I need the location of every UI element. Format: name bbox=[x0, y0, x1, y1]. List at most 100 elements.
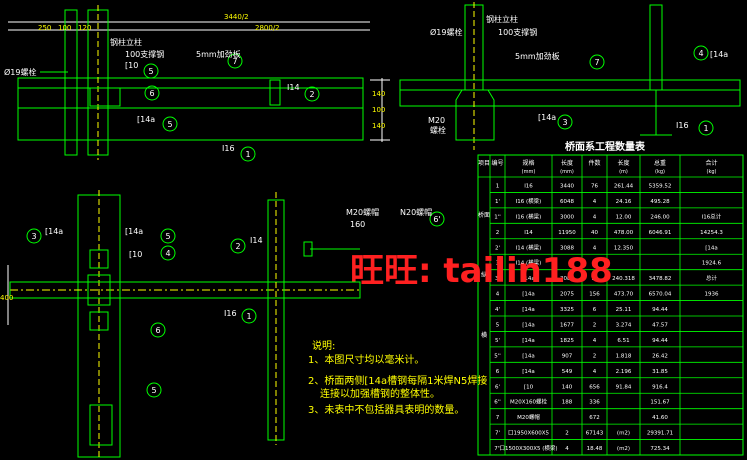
table-cell: 1825 bbox=[560, 338, 574, 344]
note-2: 2、桥面两侧[14a槽钢每隔1米焊N5焊接 bbox=[308, 374, 487, 387]
table-cell: 6570.04 bbox=[649, 292, 672, 298]
table-cell: 25.11 bbox=[616, 307, 632, 313]
circle-text-6a: 6 bbox=[149, 89, 154, 98]
table-cell: (m2) bbox=[617, 446, 630, 452]
label-d19-b: Ø19螺栓 bbox=[430, 27, 462, 37]
circle-text-4c: 4 bbox=[165, 249, 170, 258]
label-col-top: 钢柱立柱 bbox=[110, 37, 142, 47]
table-cell: 156 bbox=[589, 292, 600, 298]
plan-bracket bbox=[87, 274, 111, 306]
table-cell: 18.48 bbox=[587, 446, 603, 452]
table-grid bbox=[477, 155, 744, 456]
table-cell: I16 (横梁) bbox=[516, 212, 542, 220]
table-cell: 14254.3 bbox=[700, 230, 723, 236]
circle-n7-b bbox=[589, 54, 605, 70]
table-side-group: 横 bbox=[481, 331, 487, 339]
table-cell: 2 bbox=[496, 230, 500, 236]
table-cell: I16 bbox=[524, 184, 533, 190]
table-cell: 336 bbox=[589, 400, 600, 406]
label-i14-p: I14 bbox=[250, 236, 263, 245]
plan-box-2 bbox=[89, 311, 109, 331]
beam-i16-body bbox=[17, 77, 364, 141]
table-cell: 6048 bbox=[560, 199, 574, 205]
table-cell: 78 bbox=[591, 276, 598, 282]
label-c10-p: [10 bbox=[129, 250, 142, 259]
section-web-shape bbox=[455, 89, 495, 141]
table-cell: 24.16 bbox=[616, 199, 632, 205]
table-cell: 口1500X300X5 (横梁) bbox=[499, 444, 557, 452]
section-column-right bbox=[649, 4, 663, 91]
table-cell: 725.34 bbox=[650, 446, 670, 452]
circle-n4-c bbox=[160, 245, 176, 261]
table-cell: 11950 bbox=[558, 230, 576, 236]
table-cell: 6' bbox=[495, 384, 500, 390]
table-cell: 1' bbox=[495, 199, 500, 205]
dim-mid-b: 2800/2 bbox=[255, 24, 280, 32]
dim-left-b: 100 bbox=[58, 24, 71, 32]
circle-text-2c: 2 bbox=[235, 242, 240, 251]
circle-text-5d: 5 bbox=[151, 386, 156, 395]
table-cell: 4 bbox=[593, 245, 597, 251]
table-cell: 76 bbox=[591, 184, 598, 190]
table-cell: 41.60 bbox=[652, 415, 668, 421]
circle-text-5a: 5 bbox=[148, 67, 153, 76]
table-header-cell: 编号 bbox=[491, 159, 503, 167]
table-cell: 94.44 bbox=[652, 307, 668, 313]
circle-n5-b bbox=[162, 116, 178, 132]
table-cell: [14a bbox=[522, 323, 535, 329]
circle-n1-b bbox=[698, 120, 714, 136]
table-cell: 31.85 bbox=[652, 369, 668, 375]
note-1: 1、本图尺寸均以毫米计。 bbox=[308, 353, 424, 366]
table-cell: [14a bbox=[522, 353, 535, 359]
table-cell: 3081 bbox=[560, 276, 574, 282]
table-cell: 3.274 bbox=[616, 323, 632, 329]
circle-n6-a bbox=[144, 85, 160, 101]
table-cell: 3325 bbox=[560, 307, 574, 313]
table-cell: 5359.52 bbox=[649, 184, 672, 190]
table-header-cell: 项目 bbox=[478, 160, 490, 167]
table-cell: 7' bbox=[495, 431, 500, 437]
dim-side-plan: 400 bbox=[0, 294, 13, 302]
label-m20-nut: M20螺帽 bbox=[346, 207, 379, 217]
table-cell: 549 bbox=[562, 369, 573, 375]
circle-text-1a: 1 bbox=[245, 150, 250, 159]
table-header-unit: (kg) bbox=[707, 169, 717, 175]
table-cell: 6046.91 bbox=[649, 230, 672, 236]
table-cell: 3 bbox=[496, 261, 500, 267]
note-2b: 连接以加强槽钢的整体性。 bbox=[320, 387, 440, 400]
circle-text-1b: 1 bbox=[703, 124, 708, 133]
label-c14a: [14a bbox=[137, 115, 155, 124]
table-cell: 4 bbox=[593, 369, 597, 375]
table-cell: 140 bbox=[562, 384, 573, 390]
label-stiff-b: 100支撑钢 bbox=[498, 27, 537, 37]
table-cell: 2.196 bbox=[616, 369, 632, 375]
label-c14a-p: [14a bbox=[45, 227, 63, 236]
table-header-cell: 长度 bbox=[617, 159, 629, 167]
circle-n3-b bbox=[557, 114, 573, 130]
circle-text-5b: 5 bbox=[167, 120, 172, 129]
table-cell: 151.67 bbox=[650, 400, 670, 406]
dim-right-a: 140 bbox=[372, 90, 385, 98]
table-cell: 2 bbox=[593, 323, 597, 329]
table-cell: 1 bbox=[496, 184, 500, 190]
label-c14a-b: [14a bbox=[710, 50, 728, 59]
table-cell: 91.84 bbox=[616, 384, 632, 390]
table-cell: (m2) bbox=[617, 431, 630, 437]
label-c10: [10 bbox=[125, 61, 138, 70]
table-cell: 656 bbox=[589, 384, 600, 390]
table-cell: 5' bbox=[495, 338, 500, 344]
label-plate-b: 5mm加劲板 bbox=[515, 51, 560, 61]
table-cell: [14a bbox=[522, 292, 535, 298]
circle-n6-c bbox=[150, 322, 166, 338]
table-cell: 6.51 bbox=[617, 338, 629, 344]
table-cell: 2 bbox=[593, 353, 597, 359]
circle-text-3b: 3 bbox=[562, 118, 567, 127]
table-cell: 总计 bbox=[706, 274, 718, 282]
label-i16: I16 bbox=[222, 144, 235, 153]
circle-n5-c bbox=[160, 228, 176, 244]
circle-text-2a: 2 bbox=[309, 90, 314, 99]
label-d160: 160 bbox=[350, 220, 365, 229]
table-cell: 2' bbox=[495, 245, 500, 251]
notes-title: 说明: bbox=[312, 339, 335, 352]
